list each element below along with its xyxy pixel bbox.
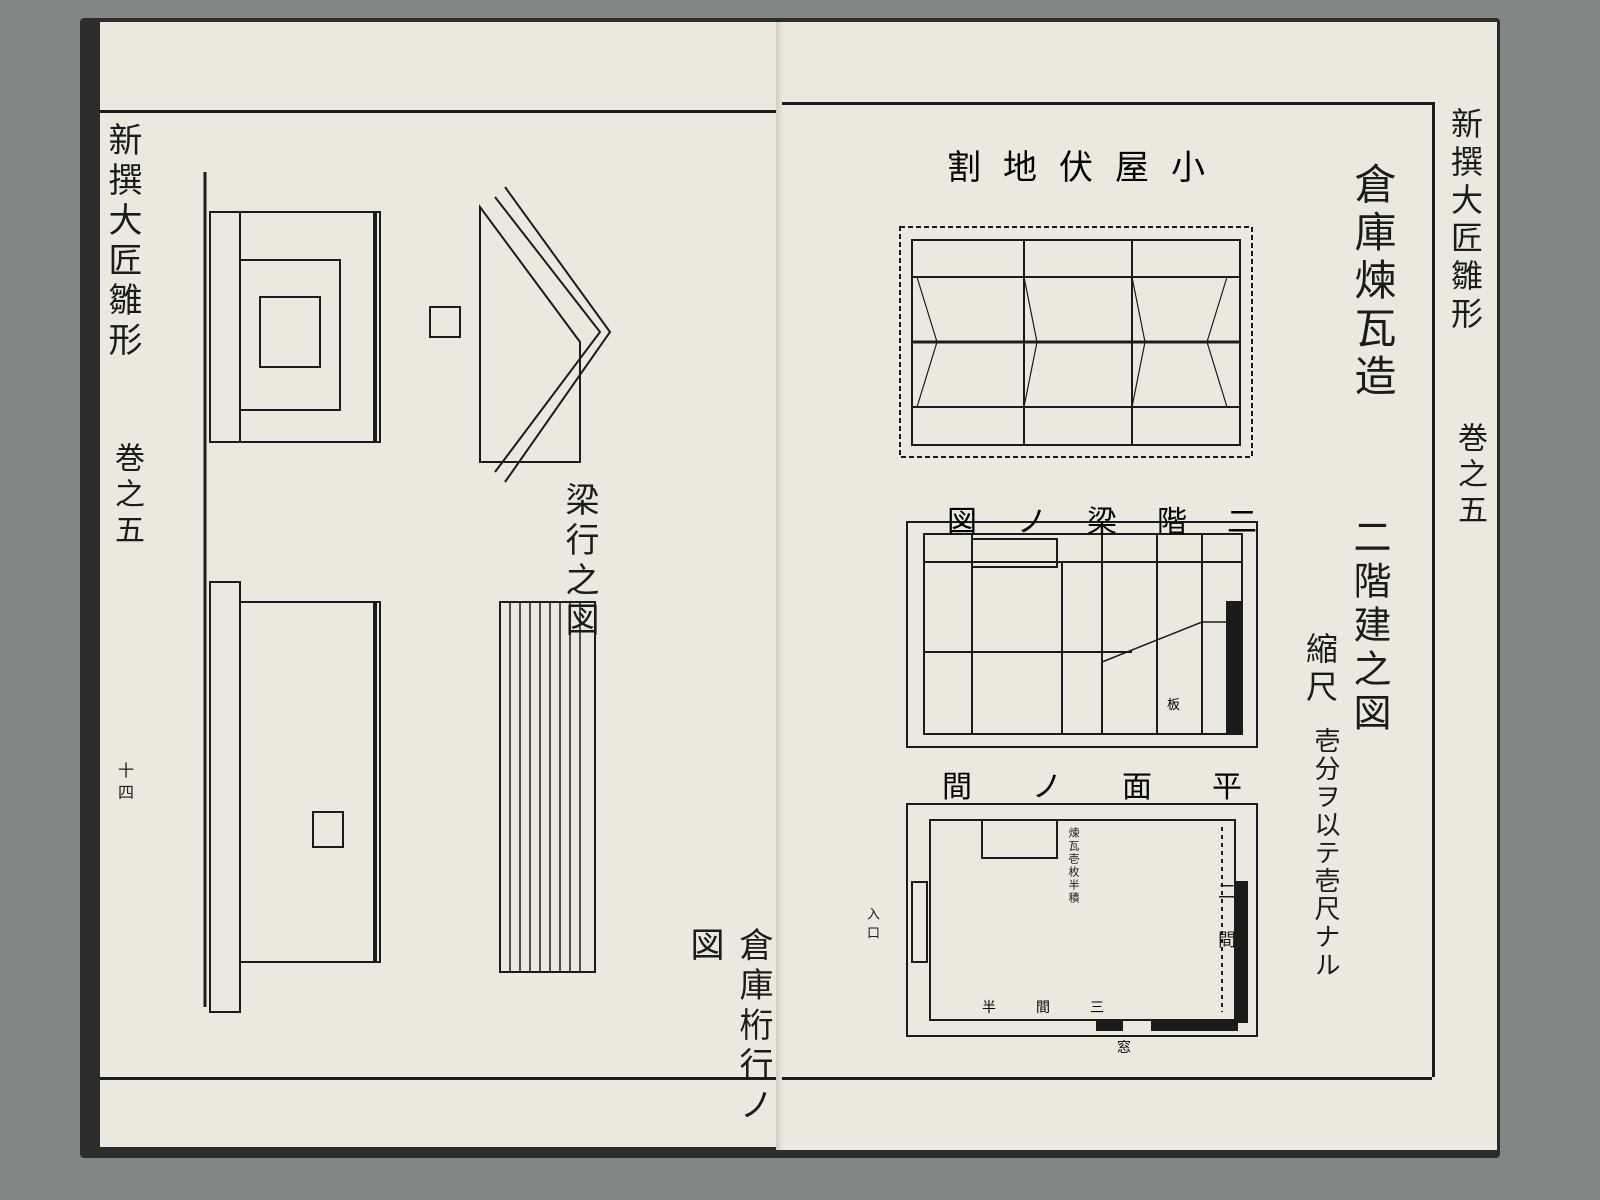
plan-window: 窓 <box>1117 1040 1131 1056</box>
label-beam-direction: 梁行之図 <box>559 482 599 642</box>
top-rule <box>782 102 1432 105</box>
margin-volume: 巻之五 <box>1452 422 1487 530</box>
label-warehouse-girder: 倉庫桁行ノ図 <box>684 927 773 1127</box>
margin-title: 新撰大匠雛形 <box>102 122 142 362</box>
top-rule <box>100 110 780 113</box>
gutter <box>776 22 786 1150</box>
plan-wall-note: 煉瓦壱枚半積 <box>1067 827 1080 905</box>
left-page: 新撰大匠雛形 巻之五 十四 <box>100 22 780 1147</box>
scale-text: 壱分ヲ以テ壱尺ナル <box>1310 727 1340 979</box>
plan-entrance: 入口 <box>864 907 879 945</box>
bottom-rule <box>100 1077 780 1080</box>
plan-drawings <box>899 226 1258 1037</box>
bottom-rule <box>782 1077 1432 1080</box>
label-floor-plan: 平面ノ間 <box>942 770 1302 805</box>
header-roof-layout: 小屋伏地割 <box>947 148 1227 188</box>
plan-board: 板 <box>1167 698 1181 713</box>
scale-label: 縮尺 <box>1301 632 1339 708</box>
page-number: 十四 <box>115 762 134 806</box>
label-second-floor-beams: 二階梁ノ図 <box>947 505 1297 540</box>
subtitle: 二階建之図 <box>1347 517 1391 737</box>
elevation-drawings <box>203 172 612 1013</box>
side-rule <box>1432 102 1435 1077</box>
margin-title: 新撰大匠雛形 <box>1446 107 1484 335</box>
plan-dim-width: 三間半 <box>982 1000 1144 1016</box>
plan-dim-depth: 二間 <box>1215 882 1236 978</box>
margin-volume: 巻之五 <box>109 442 144 550</box>
right-page: 新撰大匠雛形 巻之五 小屋伏地割 倉庫煉瓦造 二階建之図 縮尺 壱分ヲ以テ壱尺ナ… <box>782 22 1497 1150</box>
title: 倉庫煉瓦造 <box>1348 162 1397 402</box>
